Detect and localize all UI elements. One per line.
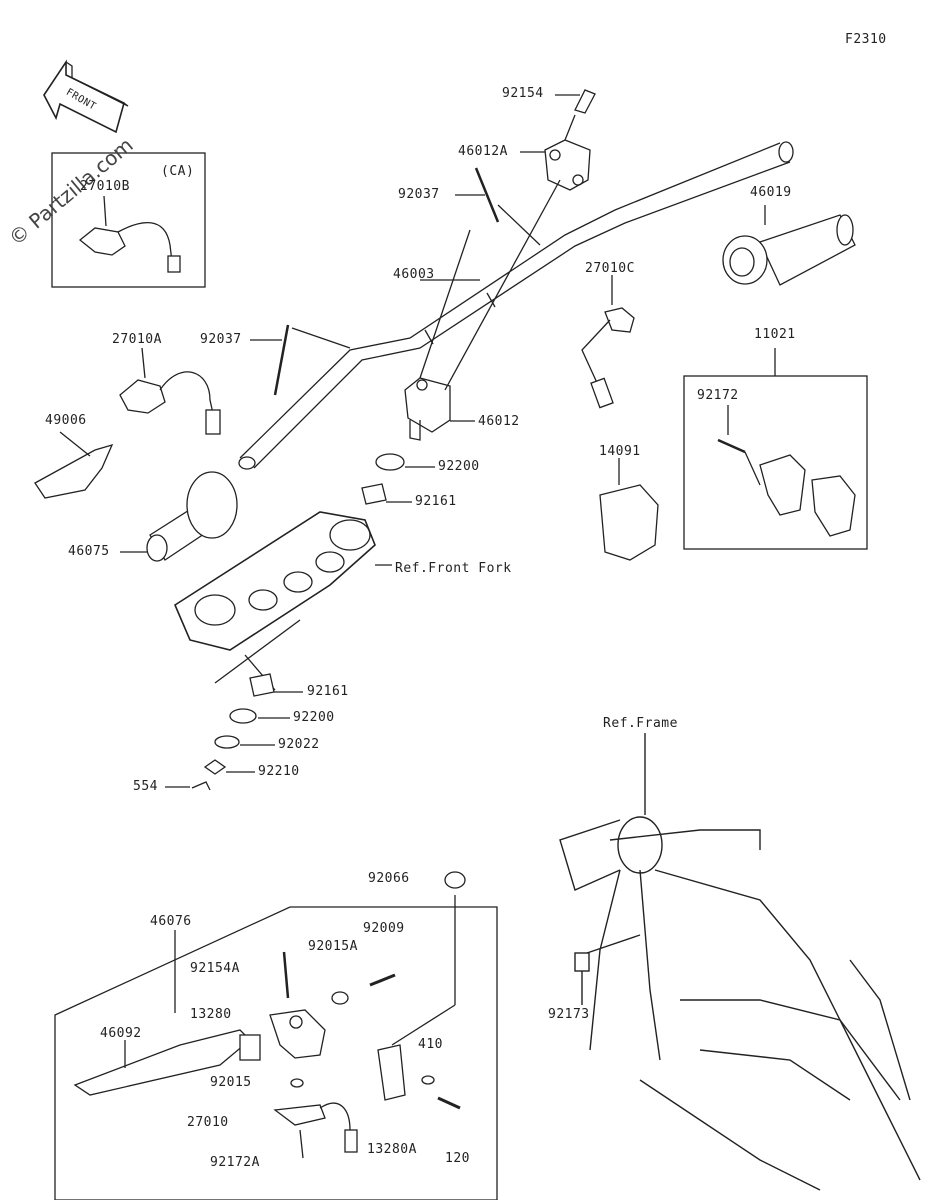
part-label-46075[interactable]: 46075 xyxy=(68,544,110,559)
assembly-46076-box xyxy=(54,906,498,1200)
figure-id: F2310 xyxy=(845,32,887,47)
part-label-92210[interactable]: 92210 xyxy=(258,764,300,779)
throttle-housing-14091 xyxy=(599,458,659,561)
grip-46075 xyxy=(120,471,238,562)
part-label-92037-lower[interactable]: 92037 xyxy=(200,332,242,347)
switch-27010B xyxy=(78,195,181,273)
part-label-410[interactable]: 410 xyxy=(418,1037,443,1052)
part-label-92009[interactable]: 92009 xyxy=(363,921,405,936)
clutch-lever-assembly xyxy=(73,871,466,1159)
clamp-46012A xyxy=(520,89,596,191)
frame xyxy=(559,733,921,1191)
grip-46019 xyxy=(722,205,856,286)
part-label-27010B[interactable]: 27010B xyxy=(80,179,130,194)
part-label-92200-lower[interactable]: 92200 xyxy=(293,710,335,725)
part-label-27010[interactable]: 27010 xyxy=(187,1115,229,1130)
part-label-49006[interactable]: 49006 xyxy=(45,413,87,428)
switch-27010C xyxy=(581,275,635,409)
part-label-92172A[interactable]: 92172A xyxy=(210,1155,260,1170)
damper-92161-upper xyxy=(361,483,387,505)
part-label-92172[interactable]: 92172 xyxy=(697,388,739,403)
switch-27010A xyxy=(119,347,221,435)
part-label-92066[interactable]: 92066 xyxy=(368,871,410,886)
front-arrow-icon xyxy=(43,59,129,134)
part-label-13280A[interactable]: 13280A xyxy=(367,1142,417,1157)
part-label-14091[interactable]: 14091 xyxy=(599,444,641,459)
part-label-27010A[interactable]: 27010A xyxy=(112,332,162,347)
part-label-46012A[interactable]: 46012A xyxy=(458,144,508,159)
bolt-92037-upper xyxy=(455,167,541,246)
ref-frame: Ref.Frame xyxy=(603,716,678,731)
pin-554 xyxy=(191,781,211,791)
guard-49006 xyxy=(34,431,114,499)
handlebar-46003 xyxy=(238,141,794,470)
part-label-11021[interactable]: 11021 xyxy=(754,327,796,342)
nut-92210 xyxy=(203,759,227,775)
ref-front-fork: Ref.Front Fork xyxy=(395,561,512,576)
washer-92200-upper xyxy=(375,453,405,471)
part-label-92037-upper[interactable]: 92037 xyxy=(398,187,440,202)
part-label-92154[interactable]: 92154 xyxy=(502,86,544,101)
part-label-46019[interactable]: 46019 xyxy=(750,185,792,200)
part-label-92173[interactable]: 92173 xyxy=(548,1007,590,1022)
part-label-46003[interactable]: 46003 xyxy=(393,267,435,282)
holder-46012 xyxy=(404,179,561,441)
part-label-46012[interactable]: 46012 xyxy=(478,414,520,429)
part-label-554[interactable]: 554 xyxy=(133,779,158,794)
part-label-92161-lower[interactable]: 92161 xyxy=(307,684,349,699)
part-label-92161-upper[interactable]: 92161 xyxy=(415,494,457,509)
part-label-92200-upper[interactable]: 92200 xyxy=(438,459,480,474)
part-label-13280[interactable]: 13280 xyxy=(190,1007,232,1022)
part-label-92154A[interactable]: 92154A xyxy=(190,961,240,976)
part-label-120[interactable]: 120 xyxy=(445,1151,470,1166)
housing-11021 xyxy=(717,405,856,537)
washer-92200-lower xyxy=(229,708,257,724)
damper-92161-lower xyxy=(249,673,275,697)
part-label-92022[interactable]: 92022 xyxy=(278,737,320,752)
part-label-27010C[interactable]: 27010C xyxy=(585,261,635,276)
part-label-46092[interactable]: 46092 xyxy=(100,1026,142,1041)
part-label-92015[interactable]: 92015 xyxy=(210,1075,252,1090)
ca-inset-box xyxy=(51,152,206,288)
bolt-92037-lower xyxy=(250,324,351,396)
washer-92022 xyxy=(214,735,240,749)
region-note: (CA) xyxy=(161,164,195,179)
part-label-46076[interactable]: 46076 xyxy=(150,914,192,929)
part-label-92015A[interactable]: 92015A xyxy=(308,939,358,954)
steering-stem-head xyxy=(173,511,392,691)
